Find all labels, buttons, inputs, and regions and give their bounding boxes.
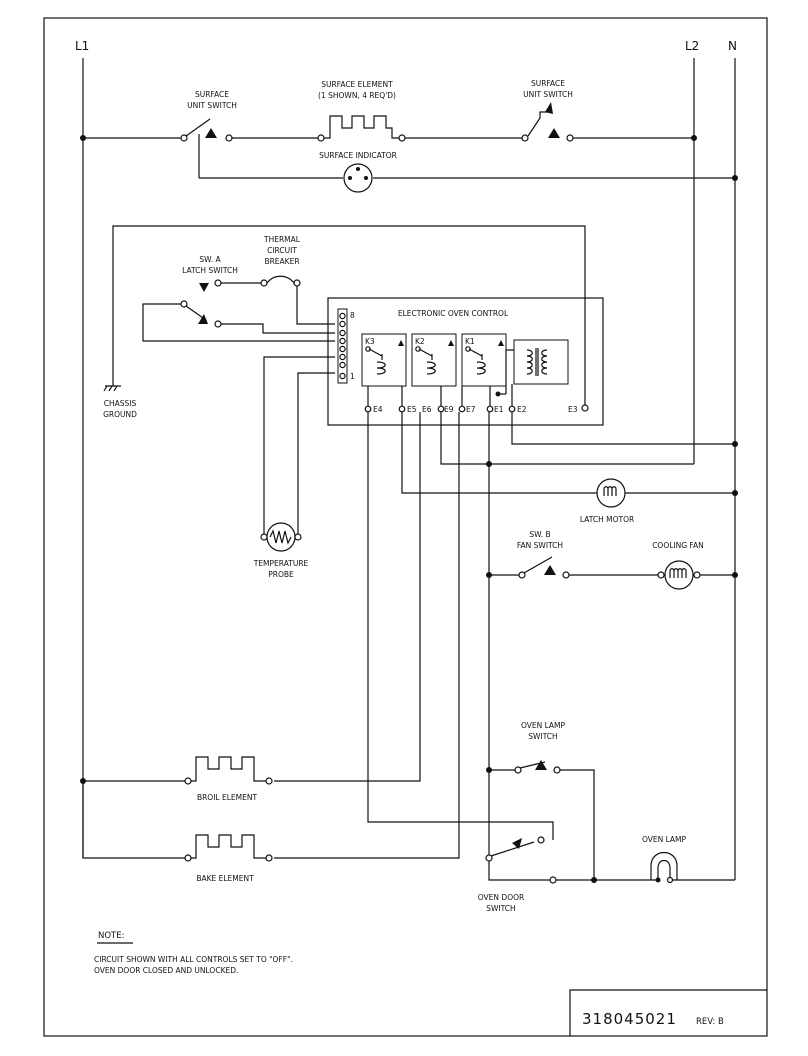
probe-label-2: PROBE [268,570,294,579]
terminal-e9: E9 [444,405,454,414]
note-block: NOTE: CIRCUIT SHOWN WITH ALL CONTROLS SE… [94,931,293,975]
surface-indicator-lamp [343,163,373,193]
latch-motor-symbol [596,478,626,508]
latch-switch-a-label-1: SW. A [199,255,221,264]
terminal-e1: E1 [494,405,504,414]
terminal-e4: E4 [373,405,383,414]
probe-label-1: TEMPERATURE [253,559,309,568]
connector-block [337,308,348,384]
door-switch-label-2: SWITCH [486,904,515,913]
surface-switch-right-label-1: SURFACE [531,79,565,88]
surface-switch-right-label-2: UNIT SWITCH [523,90,573,99]
control-board-box [327,297,604,426]
lamp-switch-label-2: SWITCH [528,732,557,741]
broil-element-symbol [191,756,266,782]
fan-circuit: SW. B FAN SWITCH COOLING FAN [489,530,738,590]
surface-switch-left-label-1: SURFACE [195,90,229,99]
heating-elements: BROIL ELEMENT BAKE ELEMENT [80,756,273,883]
latch-circuit: CHASSIS GROUND SW. A LATCH SWITCH THERMA… [103,225,589,579]
surface-switch-left-label-2: UNIT SWITCH [187,101,237,110]
surface-element-label-2: (1 SHOWN, 4 REQ'D) [318,91,396,100]
latch-switch-a-triangle [199,283,209,292]
control-title: ELECTRONIC OVEN CONTROL [398,309,509,318]
latch-switch-a-label-2: LATCH SWITCH [182,266,238,275]
relay-k2-box [411,333,457,387]
surface-element-label-1: SURFACE ELEMENT [321,80,393,89]
surface-circuit: SURFACE UNIT SWITCH SURFACE ELEMENT (1 S… [80,79,738,193]
note-line-2: OVEN DOOR CLOSED AND UNLOCKED. [94,966,238,975]
chassis-ground-label-2: GROUND [103,410,137,419]
title-block: 318045021 REV: B [569,989,767,1036]
fan-switch-label-1: SW. B [529,530,550,539]
revision: REV: B [696,1017,724,1027]
breaker-label-3: BREAKER [264,257,299,266]
electronic-oven-control: ELECTRONIC OVEN CONTROL 8 1 K3 K2 K1 [327,297,604,426]
rail-label-l1: L1 [75,39,89,53]
transformer-box [513,339,569,385]
fan-switch-label-2: FAN SWITCH [517,541,563,550]
lamp-switch-label-1: OVEN LAMP [521,721,566,730]
surface-element-symbol [324,115,399,139]
terminal-e6: E6 [422,405,432,414]
lamp-circuit: OVEN LAMP SWITCH OVEN DOOR SWITCH OVEN L… [478,721,735,913]
cooling-fan-symbol [664,560,694,590]
terminal-e5: E5 [407,405,417,414]
pin-label-1: 1 [350,372,355,381]
rail-label-n: N [728,39,737,53]
terminal-e7: E7 [466,405,476,414]
breaker-label-1: THERMAL [263,235,301,244]
relay-k3-label: K3 [365,337,375,346]
chassis-ground-symbol [103,385,121,392]
surface-switch-left-triangle [205,128,217,138]
door-switch-label-1: OVEN DOOR [478,893,524,902]
oven-lamp-label: OVEN LAMP [642,835,687,844]
bake-element-symbol [191,834,266,859]
cooling-fan-label: COOLING FAN [652,541,704,550]
drawing-border [43,17,768,1037]
broil-element-label: BROIL ELEMENT [197,793,258,802]
surface-indicator-label: SURFACE INDICATOR [319,151,397,160]
latch-motor-label: LATCH MOTOR [580,515,634,524]
rail-label-l2: L2 [685,39,699,53]
thermal-breaker-symbol [266,275,295,284]
relay-k3-box [361,333,407,387]
oven-lamp-symbol [650,851,678,880]
note-heading: NOTE: [98,931,124,941]
chassis-ground-label-1: CHASSIS [104,399,137,408]
relay-k2-label: K2 [415,337,425,346]
terminal-e2: E2 [517,405,527,414]
breaker-label-2: CIRCUIT [267,246,297,255]
relay-k1-label: K1 [465,337,475,346]
note-line-1: CIRCUIT SHOWN WITH ALL CONTROLS SET TO "… [94,955,293,964]
surface-switch-right-triangle [545,102,553,114]
part-number: 318045021 [582,1010,677,1028]
control-wiring: LATCH MOTOR [274,412,738,859]
bake-element-label: BAKE ELEMENT [196,874,254,883]
pin-label-8: 8 [350,311,355,320]
terminal-e3: E3 [568,405,578,414]
